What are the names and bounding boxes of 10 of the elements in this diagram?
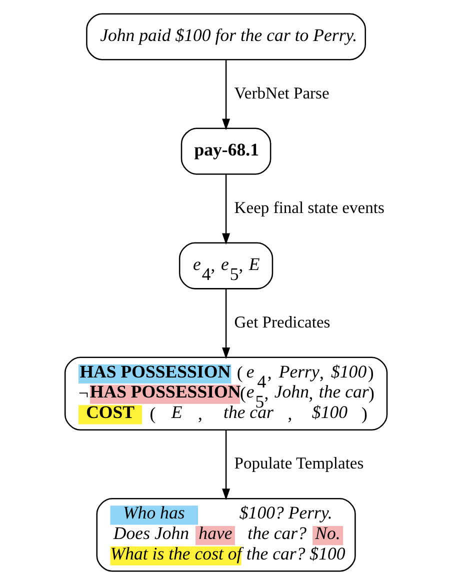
arrow (222, 430, 230, 500)
arrow (222, 288, 230, 359)
arrow (222, 60, 230, 130)
edge-label: Get Predicates (234, 312, 330, 332)
edge-label: VerbNet Parse (234, 83, 330, 102)
edge-label: Populate Templates (234, 454, 364, 473)
edge-label: Keep final state events (234, 198, 384, 217)
node-box: pay-68.1 (180, 128, 272, 175)
node-box: John paid $100 for the car to Perry. (86, 13, 366, 60)
arrow (222, 174, 230, 245)
